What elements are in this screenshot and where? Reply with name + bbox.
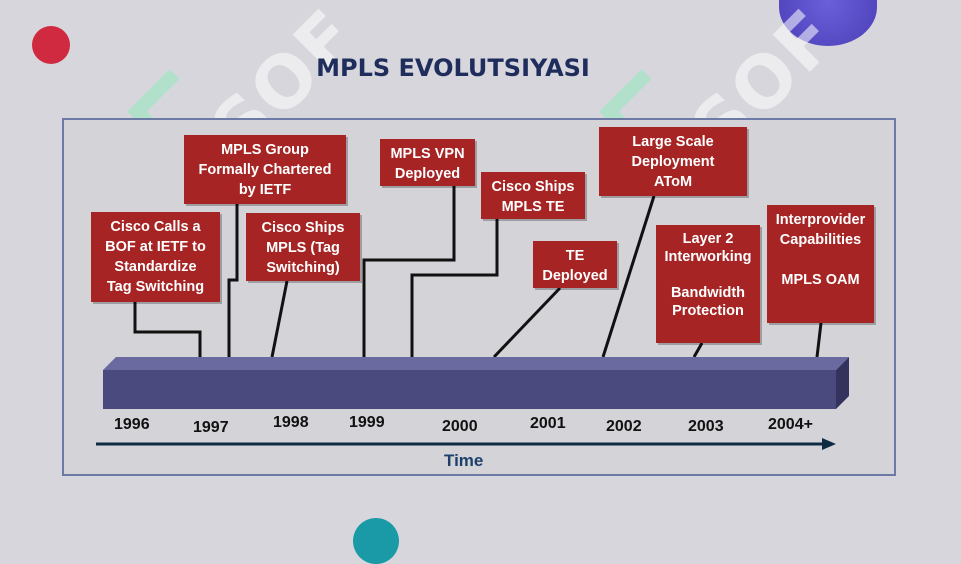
connector-group	[227, 204, 239, 357]
year-label: 1997	[193, 419, 229, 436]
event-box-tedeploy: TE Deployed	[533, 241, 617, 288]
year-label: 1996	[114, 416, 150, 433]
connector-te	[410, 219, 499, 357]
event-box-tag: Cisco Ships MPLS (Tag Switching)	[246, 213, 360, 281]
timeline-bar-front	[103, 370, 836, 409]
timeline-bar-top	[103, 357, 849, 370]
event-box-bof: Cisco Calls a BOF at IETF to Standardize…	[91, 212, 220, 302]
year-label: 1999	[349, 414, 385, 431]
timeline-bar-side	[836, 357, 849, 409]
connector-l2	[692, 342, 704, 358]
decorative-red-circle	[32, 26, 70, 64]
timeline-diagram	[96, 186, 849, 450]
year-label: 2004+	[768, 416, 813, 433]
year-label: 2003	[688, 418, 724, 435]
connector-tag	[270, 280, 289, 358]
time-axis-label: Time	[444, 451, 484, 470]
connector-tedeploy	[492, 286, 562, 359]
event-box-interprov: Interprovider Capabilities MPLS OAM	[767, 205, 874, 323]
connector-vpn	[362, 186, 456, 357]
connector-lines	[133, 186, 823, 359]
event-box-te: Cisco Ships MPLS TE	[481, 172, 585, 219]
connector-atom	[601, 195, 656, 358]
event-box-atom: Large Scale Deployment AToM	[599, 127, 747, 196]
event-box-l2: Layer 2 Interworking Bandwidth Protectio…	[656, 225, 760, 343]
year-label: 2000	[442, 418, 478, 435]
connector-bof	[133, 302, 202, 357]
year-label: 1998	[273, 414, 309, 431]
year-label: 2001	[530, 415, 566, 432]
page-title: MPLS EVOLUTSIYASI	[316, 54, 590, 82]
event-box-group: MPLS Group Formally Chartered by IETF	[184, 135, 346, 204]
year-label: 2002	[606, 418, 642, 435]
connector-interprov	[815, 322, 823, 358]
time-arrow-head	[822, 438, 836, 450]
event-box-vpn: MPLS VPN Deployed	[380, 139, 475, 186]
